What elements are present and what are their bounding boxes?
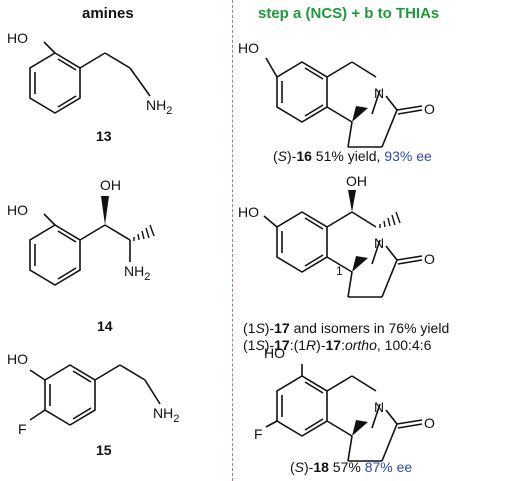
nh2-label: NH2 xyxy=(153,405,179,425)
o-label: O xyxy=(424,251,435,267)
o-label: O xyxy=(424,101,435,117)
o-label: O xyxy=(424,415,435,431)
product-16-structure: HO N O xyxy=(238,40,435,148)
ee-value: 87% ee xyxy=(364,459,413,475)
ho-label: HO xyxy=(7,30,28,46)
ho-label: HO xyxy=(7,202,28,218)
product-17-structure: OH HO N O 1 xyxy=(238,173,435,298)
oh-label: OH xyxy=(100,177,121,193)
amine-13-structure: HO NH2 xyxy=(7,30,172,117)
ho-label: HO xyxy=(238,204,259,220)
f-label: F xyxy=(254,426,263,442)
n-label: N xyxy=(374,85,384,101)
nh2-label: NH2 xyxy=(146,97,172,117)
amines-header: amines xyxy=(82,5,134,22)
product-17-caption-line1: (1S)-17 and isomers in 76% yield xyxy=(243,320,450,336)
products-header: step a (NCS) + b to THIAs xyxy=(258,5,440,22)
compound-13-label: 13 xyxy=(96,128,112,144)
compound-15-label: 15 xyxy=(96,442,112,458)
ho-label: HO xyxy=(238,40,259,56)
compound-14-label: 14 xyxy=(97,318,113,334)
product-17-caption-line2: (1S)-17:(1R)-17:ortho, 100:4:6 xyxy=(243,337,432,353)
n-label: N xyxy=(374,399,384,415)
amine-14-structure: OH HO NH2 xyxy=(7,177,155,286)
f-label: F xyxy=(18,421,27,437)
oh-label: OH xyxy=(346,173,367,189)
ho-label: HO xyxy=(7,351,28,367)
stereocenter-label: 1 xyxy=(336,264,343,278)
nh2-label: NH2 xyxy=(124,263,150,283)
product-18-caption: (S)-18 57% 87% ee xyxy=(290,459,413,475)
ee-value: 93% ee xyxy=(384,148,432,164)
product-16-caption: (S)-16 51% yield, 93% ee xyxy=(273,148,432,164)
ho-label: HO xyxy=(264,345,285,361)
amine-15-structure: HO F NH2 xyxy=(7,351,179,437)
product-18-structure: HO F N O xyxy=(254,345,435,462)
column-divider xyxy=(232,0,233,481)
n-label: N xyxy=(374,235,384,251)
